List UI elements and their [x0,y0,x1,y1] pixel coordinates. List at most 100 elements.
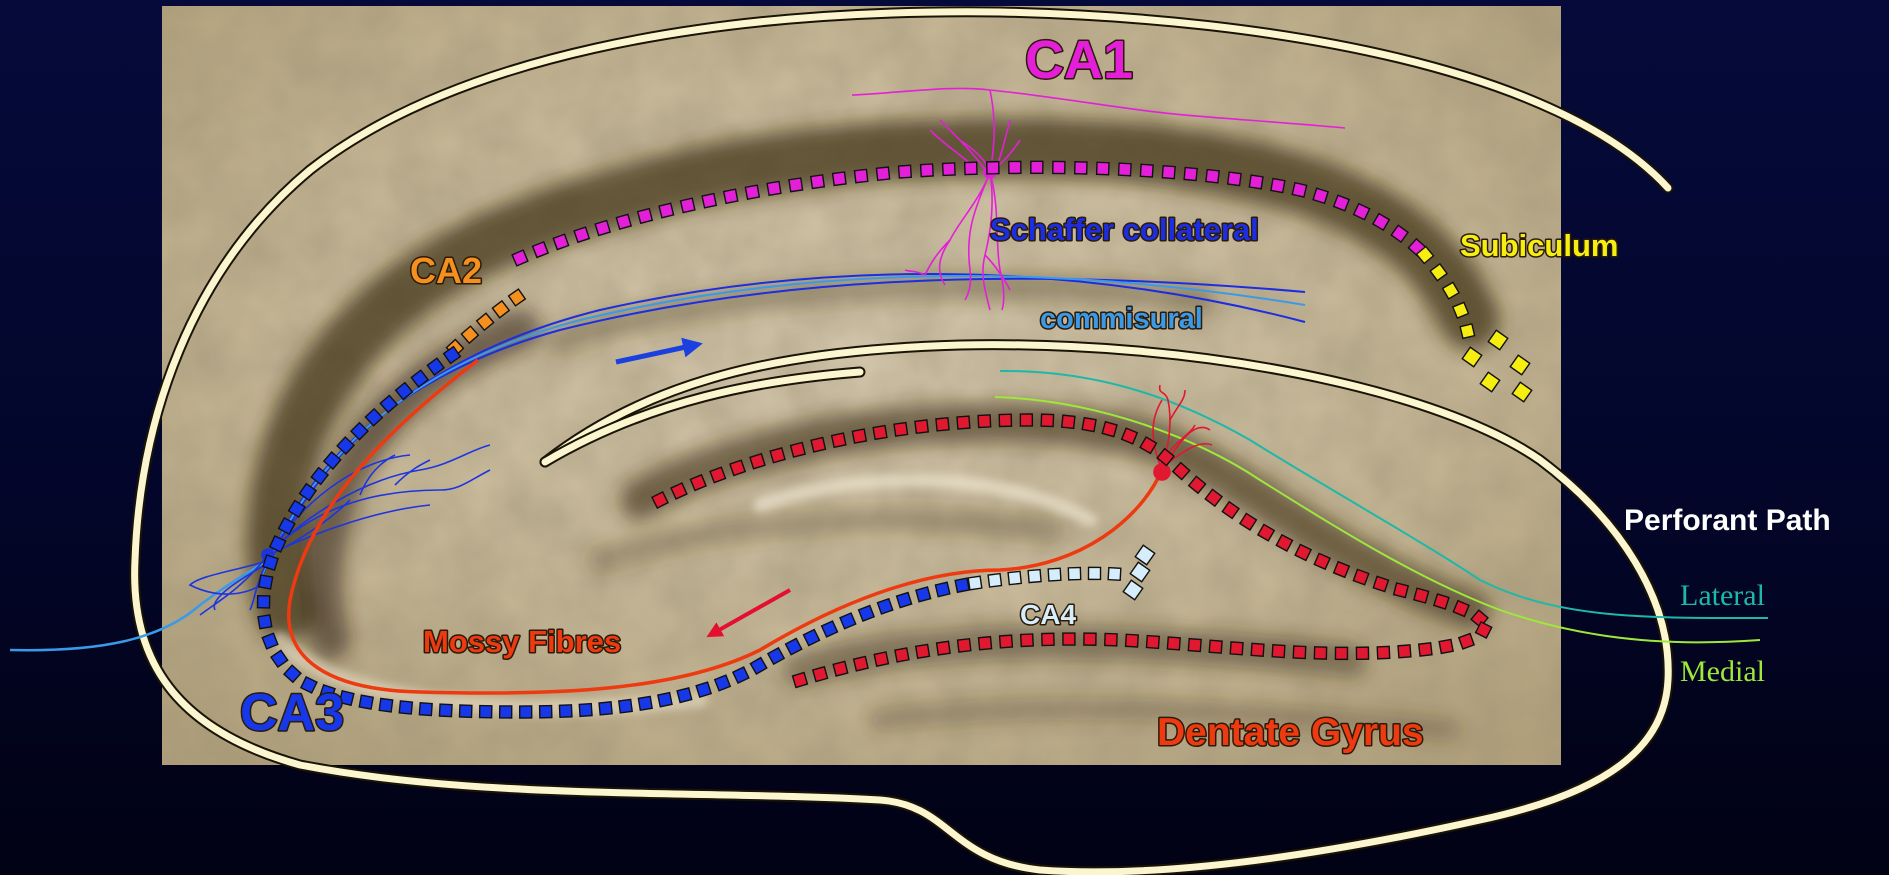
cell-marker [873,426,887,440]
cell-marker [935,582,949,596]
cell-marker [1271,179,1285,193]
commisural-label: commisural [1040,303,1203,335]
cell-marker [419,703,432,716]
cell-marker [263,555,278,570]
cell-marker [1251,643,1264,656]
cell-marker [1053,161,1065,173]
cell-marker [1000,635,1013,648]
cell-marker [1008,571,1021,584]
cell-marker [1356,647,1368,659]
cell-marker [1028,570,1041,583]
cell-marker [1021,634,1034,647]
cell-marker [259,575,273,589]
cell-marker [988,574,1001,587]
cell-marker [833,172,846,185]
cell-marker [1041,414,1053,426]
cell-marker [480,706,492,718]
cell-marker [1394,583,1409,598]
cell-marker [1020,414,1032,426]
cell-marker [1119,163,1132,176]
cell-marker [258,615,272,629]
cell-marker [1126,634,1139,647]
cell-marker [745,185,759,199]
cell-marker [1398,645,1411,658]
cell-marker [1146,636,1159,649]
cell-marker [1167,637,1180,650]
cell-marker [1272,645,1285,658]
cell-marker [638,209,653,224]
cell-marker [257,596,269,608]
cell-marker [979,637,992,650]
lateral-label: Lateral [1680,579,1765,612]
ca4-label: CA4 [1020,599,1076,630]
cell-marker [957,416,970,429]
cell-marker [724,189,738,203]
cell-marker [894,423,908,437]
cell-marker [1108,568,1121,581]
medial-label: Medial [1680,655,1765,688]
cell-marker [439,704,452,717]
cell-marker [1230,642,1243,655]
ca2-label: CA2 [410,250,482,291]
cell-marker [1228,172,1241,185]
schaffer-collateral-label: Schaffer collateral [990,212,1259,247]
cell-marker [696,682,711,697]
cell-marker [1419,643,1432,656]
subiculum-label: Subiculum [1460,228,1618,263]
cell-marker [540,706,552,718]
cell-marker [943,163,956,176]
cell-marker [1140,164,1153,177]
cell-marker [379,698,392,711]
cell-marker [659,203,674,218]
cell-marker [638,696,652,710]
cell-marker [921,164,934,177]
cell-marker [1434,594,1449,609]
cell-marker [1460,324,1474,338]
cell-marker [1063,633,1075,645]
cell-marker [1249,175,1263,189]
cell-marker [813,667,828,682]
cell-marker [852,429,866,443]
cell-marker [1062,415,1075,428]
cell-marker [1009,161,1021,173]
dentate-gyrus-label: Dentate Gyrus [1157,711,1424,754]
cell-marker [895,648,909,662]
cell-marker [874,652,888,666]
cell-marker [702,194,716,208]
cell-marker [750,454,765,469]
cell-marker [1075,162,1087,174]
cell-marker [833,661,848,676]
cell-marker [1088,567,1100,579]
cell-marker [936,418,949,431]
cell-marker [658,693,672,707]
cell-marker [520,706,532,718]
cell-marker [855,169,868,182]
cell-marker [897,593,912,608]
cell-marker [1188,639,1201,652]
cell-marker [899,165,912,178]
cell-marker [1031,161,1043,173]
cell-marker [559,705,572,718]
ca3-label: CA3 [240,684,344,742]
cell-marker [1082,418,1096,432]
cell-marker [1314,647,1326,659]
cell-marker [579,704,592,717]
cell-marker [1292,183,1306,197]
cell-marker [789,178,803,192]
cell-marker [915,420,928,433]
cell-marker [1335,647,1347,659]
cell-marker [999,414,1011,426]
cell-marker [770,448,785,463]
cell-marker [595,221,610,236]
cell-marker [1439,639,1453,653]
cell-marker [619,699,632,712]
cell-marker [1313,188,1328,203]
cell-marker [1184,167,1197,180]
cell-marker [1162,166,1175,179]
cell-marker [616,214,631,229]
cell-marker [500,706,512,718]
cell-marker [1206,170,1219,183]
cell-marker [955,578,969,592]
cell-marker [965,162,977,174]
